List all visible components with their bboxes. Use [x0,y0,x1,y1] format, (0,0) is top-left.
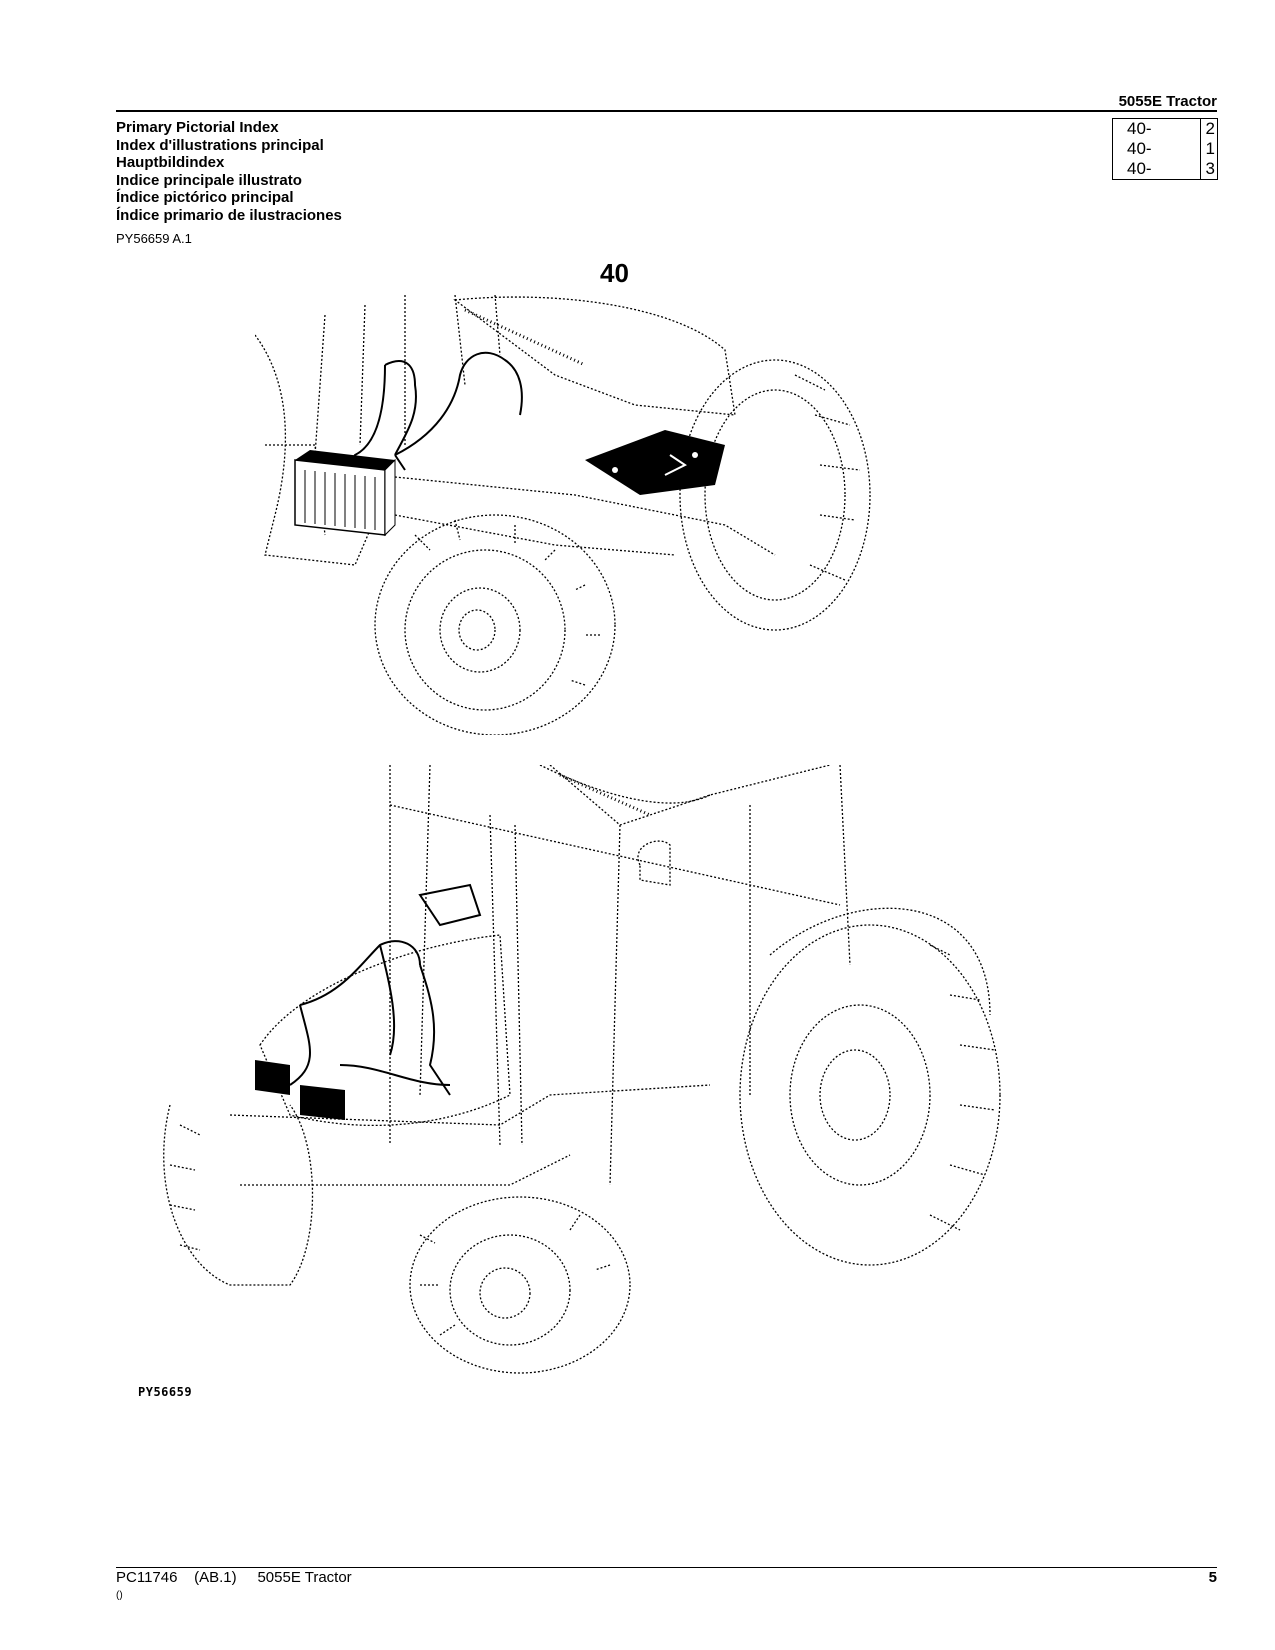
reference-number: 3 [1205,159,1215,178]
index-titles: Primary Pictorial Index Index d'illustra… [116,119,342,224]
battery-icon [294,450,396,537]
section-number: 40 [600,258,629,288]
bottom-rule [116,1567,1217,1568]
index-title-pt: Índice pictórico principal [116,189,294,206]
floor-plate-icon [585,430,725,495]
index-title-it: Indice principale illustrato [116,171,302,189]
headlight-icon [255,1060,345,1120]
figure-code: PY56659 [138,1385,193,1399]
tractor-front-illustration [163,765,1001,1374]
footer-sub: () [116,1590,123,1601]
footer-left: PC11746 (AB.1) 5055E Tractor [116,1569,352,1586]
header-title: 5055E Tractor [1118,93,1217,110]
reference-number: 2 [1205,119,1215,138]
reference-row: 40- 1 [1113,139,1217,159]
reference-prefix: 40- [1127,159,1152,178]
reference-prefix: 40- [1127,139,1152,158]
index-title-en: Primary Pictorial Index [116,119,279,136]
index-title-fr: Index d'illustrations principal [116,136,324,154]
index-title-es: Índice primario de ilustraciones [116,206,342,224]
reference-row: 40- 3 [1113,159,1217,179]
page-number: 5 [1208,1569,1217,1586]
reference-number: 1 [1205,139,1215,158]
index-title-de: Hauptbildindex [116,154,225,171]
reference-box: 40- 2 40- 1 40- 3 [1112,118,1218,180]
reference-code: PY56659 A.1 [116,231,192,246]
reference-row: 40- 2 [1113,119,1217,139]
tractor-rear-illustration [255,295,871,735]
reference-box-divider [1200,119,1201,179]
top-rule [116,110,1217,112]
reference-prefix: 40- [1127,119,1152,138]
